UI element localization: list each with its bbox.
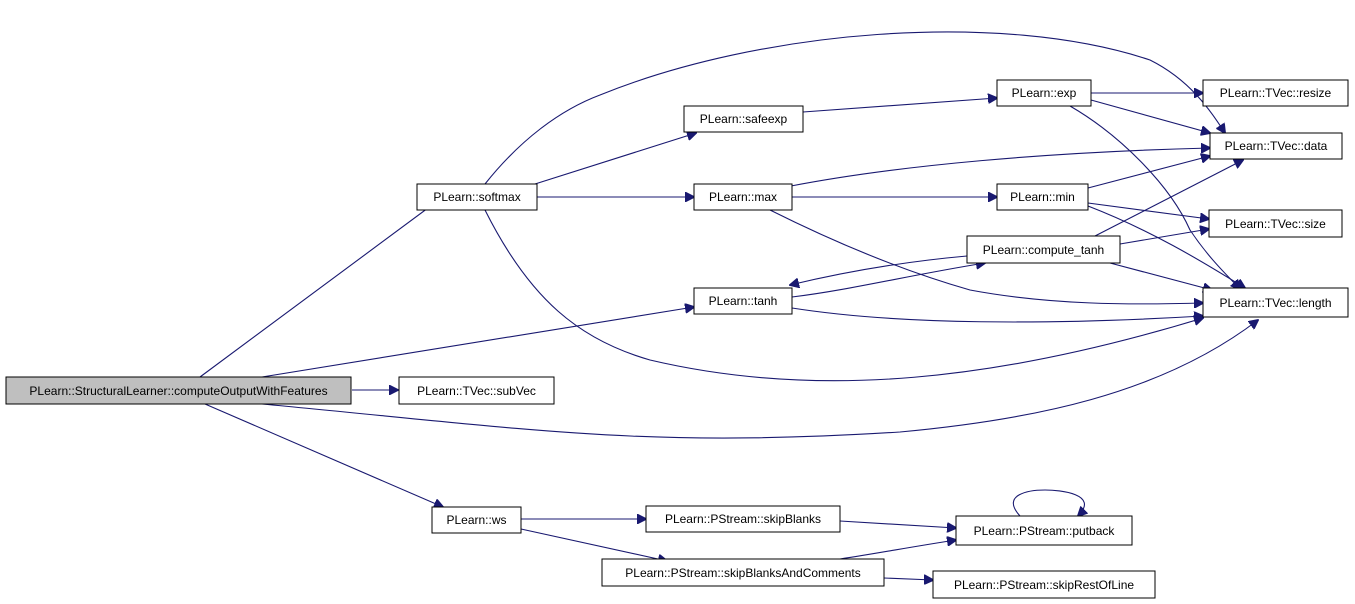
edge-root-tanh	[261, 307, 694, 378]
edge-root-ws	[204, 403, 443, 507]
nodes: PLearn::StructuralLearner::computeOutput…	[5, 79, 1349, 599]
edge-compute_tanh-size	[1119, 229, 1209, 245]
node-root[interactable]: PLearn::StructuralLearner::computeOutput…	[5, 376, 352, 405]
node-safeexp[interactable]: PLearn::safeexp	[683, 105, 804, 133]
node-resize[interactable]: PLearn::TVec::resize	[1202, 79, 1349, 107]
edge-skipBlanks-putback	[839, 520, 956, 528]
node-label: PLearn::TVec::size	[1225, 217, 1326, 231]
node-min[interactable]: PLearn::min	[996, 183, 1089, 211]
node-putback[interactable]: PLearn::PStream::putback	[955, 515, 1133, 546]
node-label: PLearn::exp	[1012, 86, 1077, 100]
node-label: PLearn::safeexp	[700, 112, 788, 126]
edge-root-softmax	[199, 188, 455, 378]
edge-softmax-length	[484, 209, 1203, 382]
edge-putback-putback	[1012, 489, 1084, 516]
edge-ws-skipBlanksAndComments	[520, 528, 667, 561]
edge-skipBlanksAndComments-putback	[839, 540, 956, 560]
node-label: PLearn::TVec::length	[1219, 296, 1331, 310]
node-skipBlanksAndComments[interactable]: PLearn::PStream::skipBlanksAndComments	[601, 558, 885, 587]
edge-tanh-length	[791, 307, 1203, 323]
edge-min-data	[1087, 156, 1210, 189]
edge-min-size	[1087, 202, 1209, 219]
node-label: PLearn::TVec::subVec	[417, 384, 536, 398]
node-label: PLearn::softmax	[433, 190, 520, 204]
edge-softmax-data	[484, 31, 1225, 185]
node-label: PLearn::compute_tanh	[983, 243, 1104, 257]
node-length[interactable]: PLearn::TVec::length	[1202, 287, 1349, 318]
node-subVec[interactable]: PLearn::TVec::subVec	[398, 376, 555, 405]
edge-max-data	[790, 148, 1210, 187]
node-ws[interactable]: PLearn::ws	[431, 506, 522, 534]
node-label: PLearn::StructuralLearner::computeOutput…	[29, 384, 327, 398]
edge-tanh-compute_tanh	[791, 263, 985, 298]
node-skipBlanks[interactable]: PLearn::PStream::skipBlanks	[645, 505, 841, 533]
node-label: PLearn::max	[709, 190, 777, 204]
node-data[interactable]: PLearn::TVec::data	[1209, 132, 1343, 160]
node-tanh[interactable]: PLearn::tanh	[693, 287, 793, 315]
node-softmax[interactable]: PLearn::softmax	[416, 183, 538, 211]
node-label: PLearn::TVec::data	[1225, 139, 1328, 153]
node-label: PLearn::min	[1010, 190, 1075, 204]
node-size[interactable]: PLearn::TVec::size	[1208, 209, 1343, 238]
node-label: PLearn::PStream::skipBlanks	[665, 512, 821, 526]
node-max[interactable]: PLearn::max	[693, 183, 793, 211]
node-skipRestOfLine[interactable]: PLearn::PStream::skipRestOfLine	[932, 570, 1156, 599]
edge-compute_tanh-tanh	[790, 255, 968, 285]
edge-skipBlanksAndComments-skipRestOfLine	[883, 578, 933, 580]
node-label: PLearn::PStream::skipBlanksAndComments	[625, 566, 860, 580]
edges	[199, 31, 1258, 580]
node-label: PLearn::tanh	[709, 294, 778, 308]
node-label: PLearn::ws	[446, 513, 506, 527]
edge-root-length	[261, 320, 1258, 439]
edge-max-length	[769, 209, 1203, 304]
edge-compute_tanh-length	[1109, 262, 1212, 290]
edge-exp-data	[1090, 99, 1210, 133]
node-exp[interactable]: PLearn::exp	[996, 79, 1092, 107]
node-label: PLearn::PStream::putback	[974, 524, 1116, 538]
node-label: PLearn::TVec::resize	[1220, 86, 1332, 100]
node-label: PLearn::PStream::skipRestOfLine	[954, 578, 1134, 592]
edge-min-length	[1087, 205, 1245, 288]
node-compute_tanh[interactable]: PLearn::compute_tanh	[966, 235, 1121, 264]
edge-compute_tanh-data	[1094, 160, 1243, 237]
edge-softmax-safeexp	[534, 133, 696, 185]
edge-safeexp-exp	[802, 98, 997, 113]
